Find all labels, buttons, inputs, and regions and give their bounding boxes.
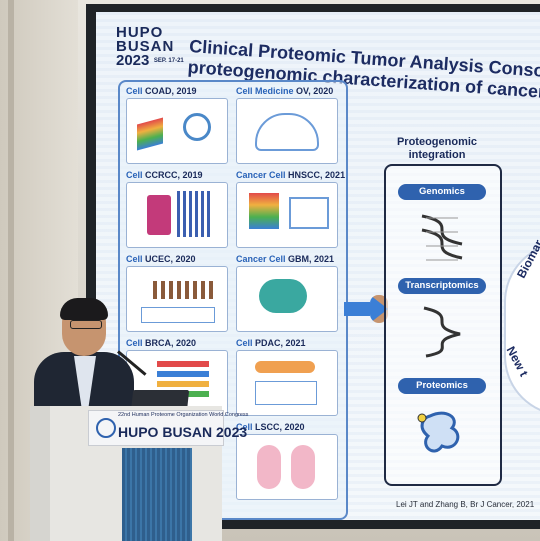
study-journal: Cancer Cell	[236, 170, 286, 180]
study-label: COAD, 2019	[145, 86, 197, 96]
study-journal: Cell Medicine	[236, 86, 294, 96]
study-journal: Cell	[126, 170, 143, 180]
speaker-hair	[60, 298, 108, 320]
study-label: GBM, 2021	[288, 254, 335, 264]
wall-stripe	[8, 0, 14, 541]
slide-credit: Lei JT and Zhang B, Br J Cancer, 2021	[396, 500, 535, 509]
study-thumbnail	[236, 350, 338, 416]
podium-congress-text: 22nd Human Proteome Organization World C…	[118, 412, 249, 418]
study-thumbnail	[126, 266, 228, 332]
study-gbm: Cancer Cell GBM, 2021	[236, 254, 338, 332]
study-journal: Cell	[126, 86, 143, 96]
podium-edge	[30, 406, 50, 541]
study-label: HNSCC, 2021	[288, 170, 346, 180]
study-journal: Cell	[126, 338, 143, 348]
study-label: BRCA, 2020	[145, 338, 197, 348]
study-ccrcc: Cell CCRCC, 2019	[126, 170, 228, 248]
layer-proteomics: Proteomics	[398, 378, 486, 394]
integration-title: Proteogenomic integration	[396, 136, 478, 161]
integration-box: Genomics Transcriptomics Proteomics	[384, 164, 502, 486]
protein-icon	[417, 411, 460, 453]
study-label: PDAC, 2021	[255, 338, 306, 348]
study-label: LSCC, 2020	[255, 422, 305, 432]
study-label: CCRCC, 2019	[145, 170, 203, 180]
podium-grill	[122, 448, 192, 541]
study-thumbnail	[126, 182, 228, 248]
podium-logo-text: HUPO BUSAN 2023	[118, 424, 248, 440]
logo-line2: BUSAN	[116, 38, 175, 55]
study-ov: Cell Medicine OV, 2020	[236, 86, 338, 164]
study-journal: Cell	[236, 338, 253, 348]
hupo-emblem-icon	[96, 418, 116, 438]
study-thumbnail	[236, 266, 338, 332]
dna-helix-icon	[421, 214, 463, 261]
study-label: OV, 2020	[296, 86, 334, 96]
study-coad: Cell COAD, 2019	[126, 86, 228, 164]
study-label: UCEC, 2020	[145, 254, 196, 264]
study-journal: Cell	[126, 254, 143, 264]
rna-strand-icon	[423, 306, 461, 358]
study-thumbnail	[236, 182, 338, 248]
study-lscc: Cell LSCC, 2020	[236, 422, 338, 500]
layer-genomics: Genomics	[398, 184, 486, 200]
hupo-logo: HUPO BUSAN 2023 SEP. 17-21	[116, 24, 184, 69]
study-journal: Cancer Cell	[236, 254, 286, 264]
study-hnscc: Cancer Cell HNSCC, 2021	[236, 170, 345, 248]
glasses-icon	[70, 320, 102, 329]
study-ucec: Cell UCEC, 2020	[126, 254, 228, 332]
study-thumbnail	[126, 98, 228, 164]
study-thumbnail	[236, 98, 338, 164]
layer-transcriptomics: Transcriptomics	[398, 278, 486, 294]
study-thumbnail	[236, 434, 338, 500]
logo-line1: HUPO	[116, 24, 164, 41]
study-journal: Cell	[236, 422, 253, 432]
study-pdac: Cell PDAC, 2021	[236, 338, 338, 416]
logo-line3: 2023	[116, 52, 150, 69]
logo-dates: SEP. 17-21	[153, 58, 184, 64]
